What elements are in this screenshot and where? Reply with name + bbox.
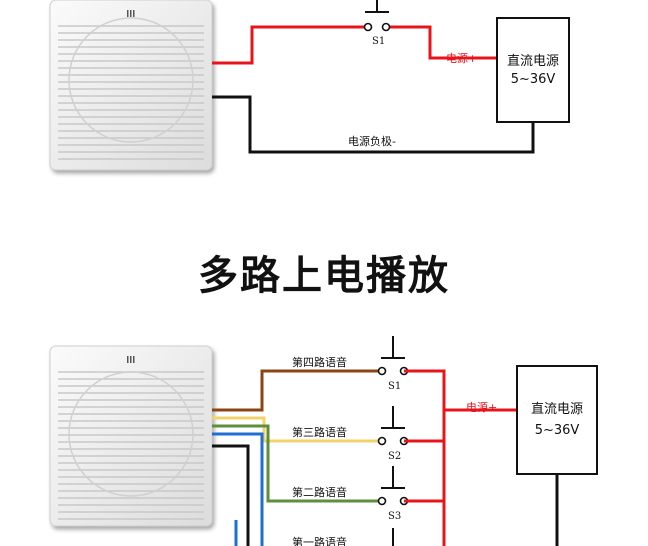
switch-s2-label: S2 [388, 451, 401, 462]
power-supply-box [496, 17, 570, 123]
power-supply-voltage: 5~36V [535, 423, 580, 438]
positive-wire-label: 电源+ [446, 51, 477, 65]
switch-s1-label: S1 [388, 381, 401, 392]
green-wire [212, 424, 378, 503]
switch-s3 [377, 466, 409, 506]
positive-wire-label: 电源+ [466, 400, 497, 414]
brown-wire [212, 369, 378, 412]
yellow-wire [212, 416, 378, 443]
positive-wire [212, 25, 368, 65]
negative-wire [212, 95, 535, 154]
power-supply-voltage: 5~36V [511, 72, 556, 87]
top-diagram: S1 电源+ 直流电源 5~36V 电源负极- [49, 0, 570, 171]
negative-wire-label: 电源负极- [348, 134, 396, 148]
power-supply-box [516, 365, 598, 475]
speaker-icon [49, 0, 213, 171]
page-title: 多路上电播放 [198, 253, 450, 299]
switch-s3-label: S3 [388, 511, 401, 522]
channel-3-label: 第三路语音 [292, 425, 347, 439]
channel-2-label: 第二路语音 [292, 485, 347, 499]
positive-wire-to-supply [386, 25, 497, 60]
power-supply-title: 直流电源 [531, 402, 583, 417]
power-supply-title: 直流电源 [507, 54, 559, 69]
switch-s1 [363, 0, 391, 32]
positive-bus [404, 369, 446, 546]
negative-wire [212, 444, 250, 546]
channel-1-label: 第一路语音 [292, 535, 347, 546]
switch-s1 [377, 336, 409, 376]
speaker-icon [49, 345, 213, 527]
blue-wire [212, 432, 264, 546]
switch-label: S1 [372, 36, 385, 47]
channel-4-label: 第四路语音 [292, 355, 347, 369]
switch-s2 [377, 406, 409, 446]
bottom-diagram: 第四路语音 第三路语音 第二路语音 第一路语音 S1 S2 S3 [49, 336, 598, 546]
